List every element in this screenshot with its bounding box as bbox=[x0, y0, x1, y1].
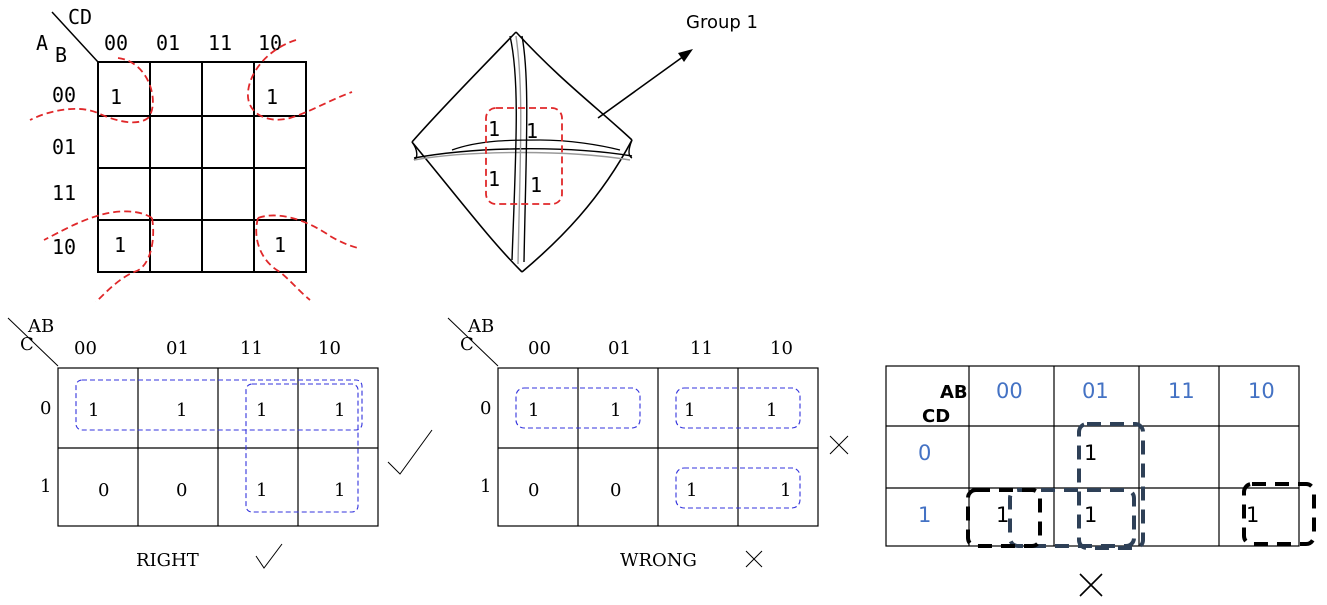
group-loops bbox=[515, 387, 801, 509]
corner-diagonal bbox=[51, 11, 99, 63]
row-header: 0 bbox=[480, 398, 491, 419]
row-header: 1 bbox=[480, 476, 491, 497]
check-icon bbox=[387, 429, 433, 475]
col-header: 00 bbox=[996, 379, 1023, 403]
group-loops bbox=[75, 379, 363, 513]
row-header: 0 bbox=[918, 441, 931, 465]
cell-value: 1 bbox=[1084, 441, 1097, 465]
cell-value: 0 bbox=[98, 480, 109, 501]
cell-value: 1 bbox=[526, 119, 538, 143]
corner-label-ab: AB bbox=[940, 382, 968, 403]
col-header: 11 bbox=[208, 31, 232, 55]
kmap-right-example: AB C 00 01 11 10 0 1 1 1 1 1 0 0 1 1 RIG… bbox=[7, 316, 433, 571]
caption-wrong: WRONG bbox=[620, 550, 697, 571]
kmap-4var: CD A B 00 01 11 10 00 01 11 10 1 1 1 1 bbox=[29, 5, 359, 303]
corner-group-loops bbox=[29, 39, 359, 303]
corner-label-ab: AB bbox=[27, 316, 54, 337]
row-header: 10 bbox=[52, 235, 76, 259]
cell-value: 1 bbox=[684, 400, 695, 421]
check-icon bbox=[255, 543, 283, 569]
row-header: 00 bbox=[52, 83, 76, 107]
caption-right: RIGHT bbox=[136, 550, 199, 571]
col-header: 00 bbox=[104, 31, 128, 55]
torus-diagram: 1 1 1 1 Group 1 bbox=[411, 12, 758, 273]
corner-label-a: A bbox=[36, 31, 48, 55]
cell-value: 1 bbox=[610, 400, 621, 421]
cell-value: 0 bbox=[528, 480, 539, 501]
cell-value: 0 bbox=[610, 480, 621, 501]
group-1-label: Group 1 bbox=[686, 12, 758, 33]
torus-seam bbox=[509, 35, 528, 263]
col-header: 01 bbox=[1082, 379, 1109, 403]
arrow-head bbox=[678, 49, 693, 62]
corner-label-c: C bbox=[20, 334, 34, 355]
cell-value: 1 bbox=[686, 480, 697, 501]
cell-value: 1 bbox=[114, 233, 126, 257]
col-header: 10 bbox=[1248, 379, 1275, 403]
row-header: 1 bbox=[918, 503, 931, 527]
col-header: 00 bbox=[528, 338, 551, 359]
diamond-outline bbox=[411, 31, 633, 273]
col-header: 01 bbox=[156, 31, 180, 55]
cell-value: 1 bbox=[528, 400, 539, 421]
corner-diagonal bbox=[447, 317, 499, 367]
row-header: 11 bbox=[52, 181, 76, 205]
cell-value: 1 bbox=[488, 167, 500, 191]
cell-value: 1 bbox=[488, 117, 500, 141]
col-header: 11 bbox=[240, 338, 263, 359]
cell-value: 1 bbox=[256, 400, 267, 421]
cell-value: 1 bbox=[1246, 503, 1259, 527]
col-header: 01 bbox=[166, 338, 189, 359]
cross-icon bbox=[745, 550, 763, 568]
group-pointer-arrow bbox=[597, 55, 685, 119]
cell-value: 1 bbox=[334, 400, 345, 421]
col-header: 10 bbox=[258, 31, 282, 55]
cell-value: 1 bbox=[996, 503, 1009, 527]
col-header: 11 bbox=[690, 338, 713, 359]
cell-value: 1 bbox=[530, 173, 542, 197]
corner-diagonal bbox=[7, 317, 59, 367]
cell-value: 1 bbox=[274, 233, 286, 257]
group-1-loop bbox=[485, 107, 563, 205]
cell-value: 1 bbox=[256, 480, 267, 501]
cell-value: 1 bbox=[766, 400, 777, 421]
cell-value: 1 bbox=[1084, 503, 1097, 527]
cell-value: 1 bbox=[780, 480, 791, 501]
kmap-cd-example: AB CD 00 01 11 10 0 1 1 1 1 1 bbox=[885, 365, 1316, 597]
col-header: 01 bbox=[608, 338, 631, 359]
cell-value: 1 bbox=[88, 400, 99, 421]
cell-value: 1 bbox=[334, 480, 345, 501]
corner-label-b: B bbox=[55, 43, 67, 67]
col-header: 10 bbox=[318, 338, 341, 359]
cell-value: 1 bbox=[110, 85, 122, 109]
kmap-grid-border bbox=[885, 365, 1300, 547]
col-header: 10 bbox=[770, 338, 793, 359]
col-header: 00 bbox=[74, 338, 97, 359]
group-loops bbox=[966, 422, 1316, 550]
row-header: 1 bbox=[40, 476, 51, 497]
col-header: 11 bbox=[1168, 379, 1195, 403]
corner-label-cd: CD bbox=[68, 5, 92, 29]
cross-icon bbox=[829, 435, 849, 455]
cell-value: 1 bbox=[176, 400, 187, 421]
corner-label-ab: AB bbox=[467, 316, 494, 337]
cell-value: 1 bbox=[266, 85, 278, 109]
corner-label-c: C bbox=[460, 334, 474, 355]
row-header: 0 bbox=[40, 398, 51, 419]
cross-icon bbox=[1079, 573, 1103, 597]
cell-value: 0 bbox=[176, 480, 187, 501]
corner-label-cd: CD bbox=[922, 406, 950, 427]
kmap-wrong-example: AB C 00 01 11 10 0 1 1 1 1 1 0 0 1 1 WRO… bbox=[447, 316, 849, 571]
row-header: 01 bbox=[52, 135, 76, 159]
